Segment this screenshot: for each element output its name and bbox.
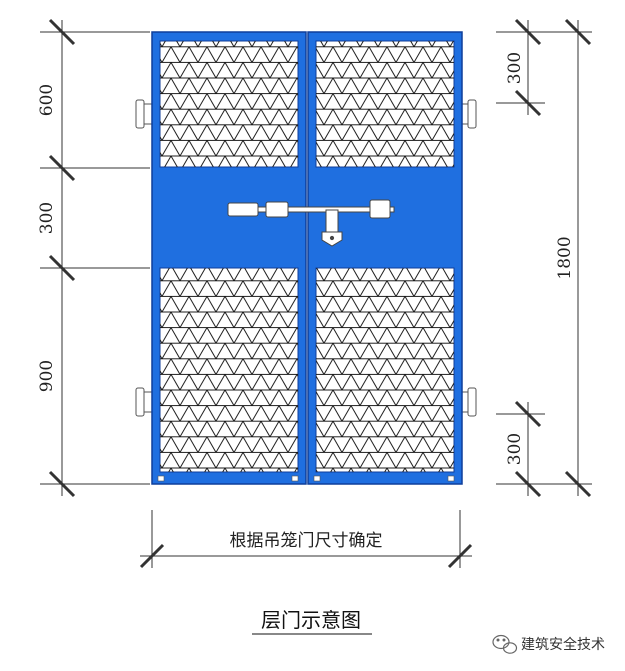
hinge-right-bottom [467,387,477,417]
wechat-icon [492,634,518,654]
door-leaf-right [307,31,463,485]
latch-bolt [227,199,395,247]
dim-left-600: 600 [37,84,57,116]
width-dimension [139,510,473,569]
hinge-right-top [467,99,477,129]
door-leaf-left [151,31,307,485]
dim-left-900: 900 [37,360,57,392]
watermark: 建筑安全技术 [492,634,605,654]
diagram-title: 层门示意图 [261,608,361,632]
right-dimension-group [496,18,592,498]
dim-right-bottom-300: 300 [505,433,525,465]
dim-right-top-300: 300 [505,52,525,84]
dim-left-300: 300 [37,202,57,234]
width-note: 根据吊笼门尺寸确定 [230,531,383,551]
hinge-left-top [135,99,145,129]
dim-right-total-1800: 1800 [555,236,575,279]
left-dimension-group [40,18,150,498]
watermark-text: 建筑安全技术 [521,636,605,653]
hinges [135,99,477,417]
hinge-left-bottom [135,387,145,417]
